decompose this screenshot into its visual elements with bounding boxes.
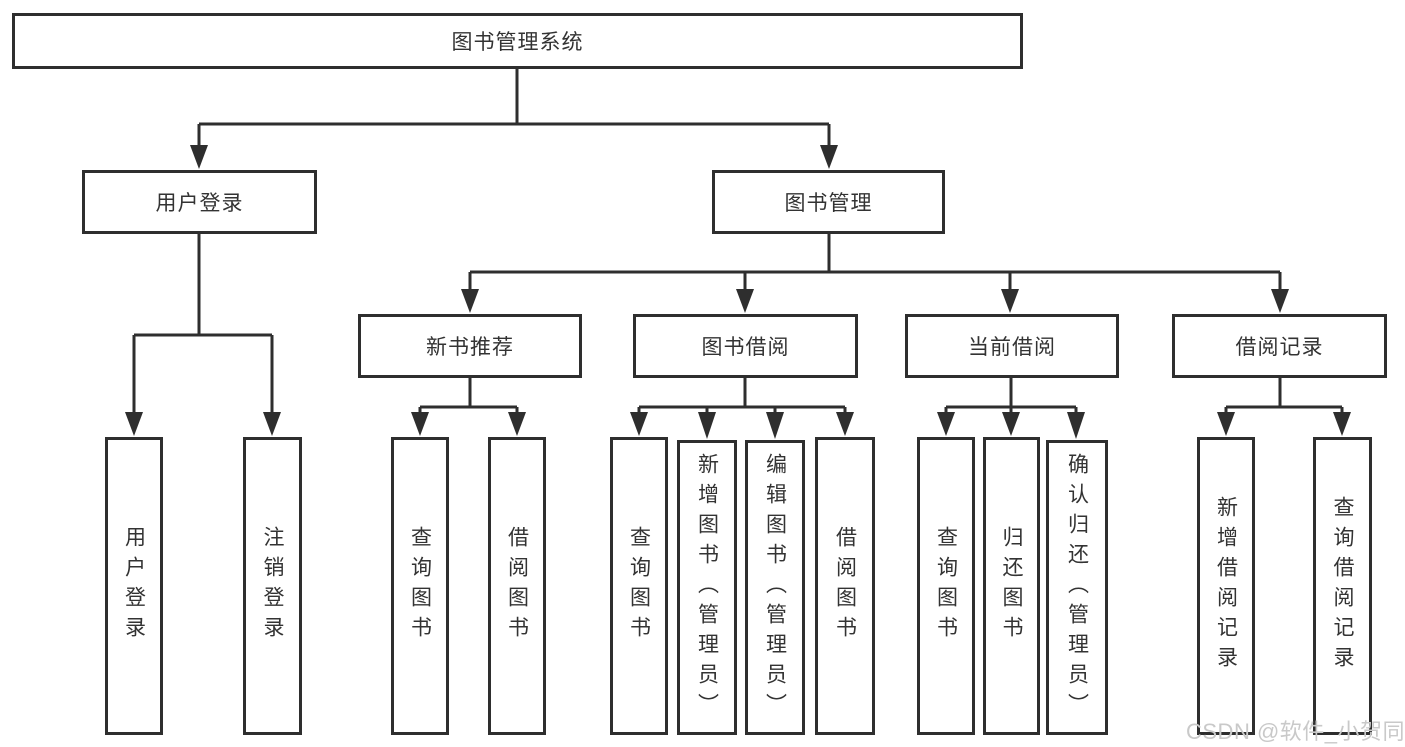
node-book-management: 图书管理	[712, 170, 945, 234]
arrowhead	[766, 412, 784, 439]
node-leaf-add-borrow-record: 新增借阅记录	[1197, 437, 1255, 735]
arrowhead	[836, 412, 854, 436]
node-leaf-borrow-books-1: 借阅图书	[488, 437, 546, 735]
node-leaf-query-books-2: 查询图书	[610, 437, 668, 735]
node-new-book-recommendation: 新书推荐	[358, 314, 582, 378]
arrowhead	[461, 289, 479, 313]
leaf-label: 编辑图书（管理员）	[763, 452, 787, 723]
arrowhead	[1271, 289, 1289, 313]
leaf-label: 查询图书	[408, 526, 432, 646]
leaf-label: 借阅图书	[833, 526, 857, 646]
leaf-label: 注销登录	[261, 526, 284, 646]
arrowhead	[1333, 412, 1351, 436]
arrowhead	[736, 289, 754, 313]
connector-user-login-children	[125, 234, 281, 436]
arrowhead	[125, 412, 143, 436]
arrowhead	[937, 412, 955, 436]
connector-root-children	[190, 69, 838, 169]
node-root: 图书管理系统	[12, 13, 1023, 69]
leaf-label: 借阅图书	[505, 526, 529, 646]
arrowhead	[630, 412, 648, 436]
node-leaf-query-books-3: 查询图书	[917, 437, 975, 735]
leaf-label: 查询借阅记录	[1331, 496, 1354, 676]
connector-new-book-rec-children	[411, 378, 526, 436]
node-leaf-edit-books-admin: 编辑图书（管理员）	[745, 440, 805, 735]
node-leaf-borrow-books-2: 借阅图书	[815, 437, 875, 735]
node-leaf-logout: 注销登录	[243, 437, 302, 735]
arrowhead	[1002, 412, 1020, 436]
arrowhead	[1217, 412, 1235, 436]
node-leaf-query-books-1: 查询图书	[391, 437, 449, 735]
connector-current-borrowing-children	[937, 378, 1085, 439]
node-leaf-confirm-return-admin: 确认归还（管理员）	[1046, 440, 1108, 735]
arrowhead	[263, 412, 281, 436]
leaf-label: 查询图书	[934, 526, 958, 646]
leaf-label: 归还图书	[1000, 526, 1023, 646]
connector-book-management-children	[461, 234, 1289, 313]
leaf-label: 新增图书（管理员）	[695, 452, 719, 723]
arrowhead	[190, 145, 208, 169]
node-leaf-user-login: 用户登录	[105, 437, 163, 735]
node-current-borrowing: 当前借阅	[905, 314, 1119, 378]
leaf-label: 确认归还（管理员）	[1065, 452, 1089, 723]
node-leaf-add-books-admin: 新增图书（管理员）	[677, 440, 737, 735]
connector-borrowing-records-children	[1217, 378, 1351, 436]
leaf-label: 用户登录	[122, 526, 146, 646]
node-leaf-return-books: 归还图书	[983, 437, 1040, 735]
node-book-borrowing: 图书借阅	[633, 314, 858, 378]
arrowhead	[1067, 412, 1085, 439]
node-user-login: 用户登录	[82, 170, 317, 234]
leaf-label: 查询图书	[627, 526, 651, 646]
connector-book-borrowing-children	[630, 378, 854, 439]
arrowhead	[508, 412, 526, 436]
csdn-watermark: CSDN @软件_小贺同学	[1186, 719, 1405, 744]
node-borrowing-records: 借阅记录	[1172, 314, 1387, 378]
node-leaf-query-borrow-record: 查询借阅记录	[1313, 437, 1372, 735]
arrowhead	[698, 412, 716, 439]
arrowhead	[820, 145, 838, 169]
arrowhead	[411, 412, 429, 436]
arrowhead	[1001, 289, 1019, 313]
leaf-label: 新增借阅记录	[1214, 496, 1238, 676]
